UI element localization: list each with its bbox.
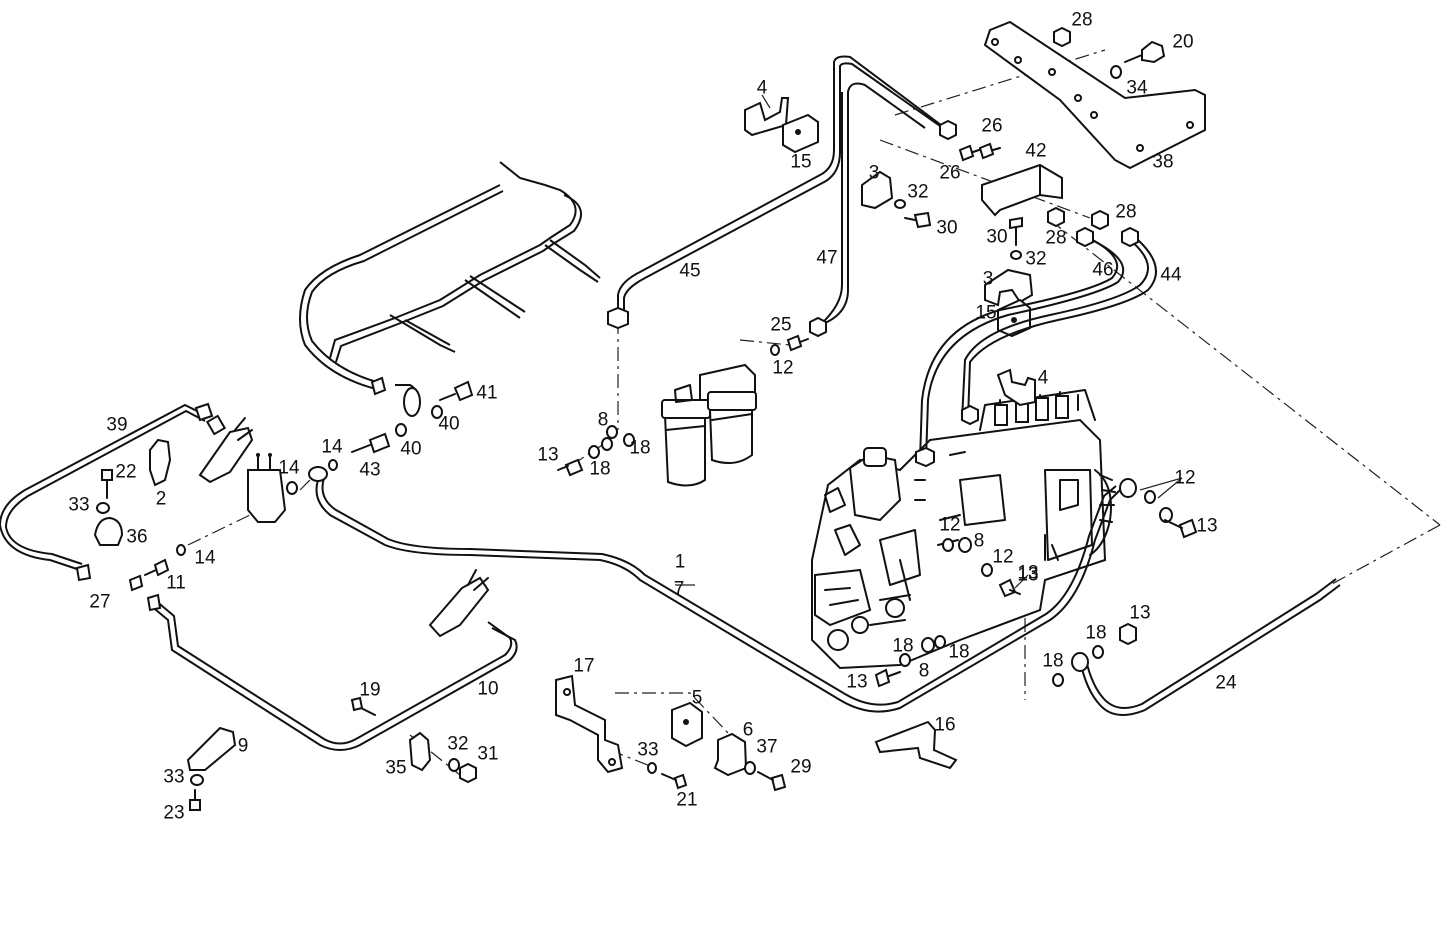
callout-26: 26 <box>939 162 961 184</box>
assembly-centerlines <box>187 49 1441 776</box>
callout-5: 5 <box>691 687 703 709</box>
callout-11: 11 <box>166 572 186 594</box>
callout-33: 33 <box>68 494 90 516</box>
callout-7: 7 <box>673 578 685 600</box>
callout-12: 12 <box>992 546 1014 568</box>
callout-27: 27 <box>89 591 111 613</box>
callout-20: 20 <box>1172 31 1194 53</box>
callout-13: 13 <box>1129 602 1151 624</box>
callout-10: 10 <box>477 678 499 700</box>
callout-2: 2 <box>155 488 167 510</box>
callout-18: 18 <box>629 437 651 459</box>
callout-17: 17 <box>573 655 595 677</box>
callout-42: 42 <box>1025 140 1047 162</box>
callout-15: 15 <box>975 302 997 324</box>
callout-41: 41 <box>476 382 498 404</box>
leader-lines <box>675 94 1183 589</box>
callout-13: 13 <box>1017 564 1039 586</box>
callout-38: 38 <box>1152 151 1174 173</box>
callout-46: 46 <box>1092 259 1114 281</box>
callout-34: 34 <box>1126 77 1148 99</box>
callout-1: 1 <box>674 551 686 573</box>
callout-13: 13 <box>537 444 559 466</box>
callout-4: 4 <box>756 77 768 99</box>
callout-37: 37 <box>756 736 778 758</box>
callout-14: 14 <box>321 436 343 458</box>
callout-12: 12 <box>772 357 794 379</box>
callout-32: 32 <box>907 181 929 203</box>
callout-8: 8 <box>918 660 930 682</box>
callout-18: 18 <box>1085 622 1107 644</box>
callout-33: 33 <box>637 739 659 761</box>
callout-31: 31 <box>477 743 499 765</box>
callout-28: 28 <box>1115 201 1137 223</box>
callout-8: 8 <box>597 409 609 431</box>
callout-9: 9 <box>237 735 249 757</box>
callout-18: 18 <box>1042 650 1064 672</box>
callout-13: 13 <box>846 671 868 693</box>
callout-13: 13 <box>1017 562 1039 584</box>
callout-24: 24 <box>1215 672 1237 694</box>
callout-3: 3 <box>868 162 880 184</box>
callout-43: 43 <box>359 459 381 481</box>
callout-28: 28 <box>1071 9 1093 31</box>
callout-15: 15 <box>790 151 812 173</box>
callout-29: 29 <box>790 756 812 778</box>
callout-3: 3 <box>982 268 994 290</box>
callout-39: 39 <box>106 414 128 436</box>
callout-6: 6 <box>742 719 754 741</box>
callout-12: 12 <box>1174 467 1196 489</box>
callout-40: 40 <box>438 413 460 435</box>
fittings-and-hardware <box>75 26 1198 811</box>
callout-22: 22 <box>115 461 137 483</box>
callout-40: 40 <box>400 438 422 460</box>
callout-44: 44 <box>1160 264 1182 286</box>
callout-35: 35 <box>385 757 407 779</box>
callout-19: 19 <box>359 679 381 701</box>
callout-14: 14 <box>278 457 300 479</box>
callout-18: 18 <box>589 458 611 480</box>
callout-25: 25 <box>770 314 792 336</box>
callout-13: 13 <box>1196 515 1218 537</box>
callout-33: 33 <box>163 766 185 788</box>
callout-4: 4 <box>1037 367 1049 389</box>
callout-32: 32 <box>447 733 469 755</box>
callout-30: 30 <box>986 226 1008 248</box>
callout-16: 16 <box>934 714 956 736</box>
callout-26: 26 <box>981 115 1003 137</box>
callout-47: 47 <box>816 247 838 269</box>
fuel-filter <box>661 363 757 487</box>
callout-23: 23 <box>163 802 185 824</box>
brackets <box>93 20 1206 777</box>
callout-32: 32 <box>1025 248 1047 270</box>
callout-30: 30 <box>936 217 958 239</box>
callout-45: 45 <box>679 260 701 282</box>
callout-18: 18 <box>892 635 914 657</box>
callout-18: 18 <box>948 641 970 663</box>
callout-36: 36 <box>126 526 148 548</box>
callout-21: 21 <box>676 789 698 811</box>
injection-pump <box>811 389 1116 670</box>
callout-8: 8 <box>973 530 985 552</box>
callout-12: 12 <box>939 514 961 536</box>
callout-14: 14 <box>194 547 216 569</box>
callout-28: 28 <box>1045 227 1067 249</box>
fuel-lines <box>0 55 1341 751</box>
